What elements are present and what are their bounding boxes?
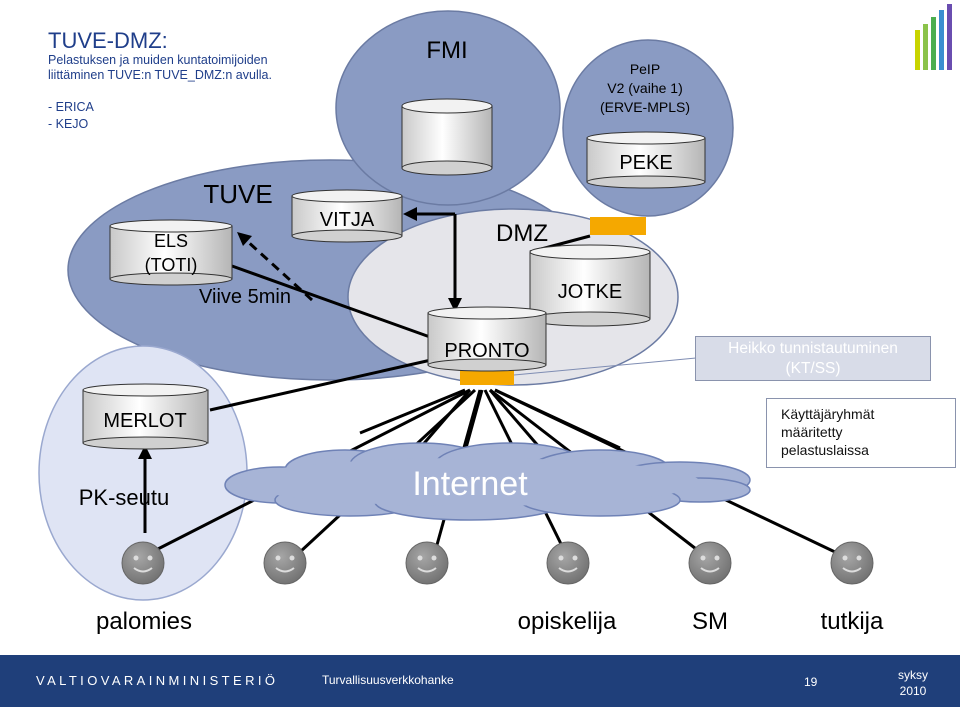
line-top-5: [494, 388, 621, 450]
callout-line: [513, 357, 697, 376]
pronto-label: PRONTO: [444, 340, 529, 362]
fmi-label: FMI: [426, 37, 467, 64]
season-year: 2010: [899, 684, 927, 698]
smiley-icon-1: [121, 541, 165, 585]
els-label-2: (TOTI): [145, 255, 198, 275]
db-els: [109, 219, 233, 286]
bullet-item: - ERICA: [48, 100, 94, 114]
groups-line-1: Käyttäjäryhmät: [781, 406, 875, 422]
peip-label-3: (ERVE-MPLS): [600, 99, 690, 115]
db-peke: [586, 131, 706, 189]
auth-line-2: (KT/SS): [785, 360, 841, 377]
auth-info-box: Heikko tunnistautuminen (KT/SS): [695, 336, 931, 381]
groups-line-2: määritetty: [781, 424, 843, 440]
project-name: Turvallisuusverkkohanke: [322, 673, 454, 687]
db-fmi: [401, 98, 493, 176]
user-palomies: palomies: [96, 608, 192, 635]
bullet-list: - ERICA - KEJO: [48, 99, 94, 133]
page-number: 19: [804, 675, 818, 689]
auth-line-1: Heikko tunnistautuminen: [728, 340, 898, 357]
tuve-label: TUVE: [203, 179, 272, 209]
line-top-4: [488, 389, 542, 449]
line-merlot-pronto: [209, 356, 441, 412]
ministry-logo-text: VALTIOVARAINMINISTERIÖ: [36, 673, 279, 688]
db-jotke: [529, 244, 651, 327]
user-tutkija: tutkija: [821, 608, 884, 635]
db-vitja: [291, 189, 403, 243]
arrow-to-els-icon: [237, 232, 252, 246]
db-merlot: [82, 383, 209, 450]
line-top-1: [359, 388, 466, 435]
line-top-3: [464, 389, 484, 449]
arrow-to-pronto-icon: [448, 298, 462, 312]
logo-bars-icon: [915, 4, 952, 70]
peip-label-1: PeIP: [630, 61, 660, 77]
vitja-label: VITJA: [320, 209, 375, 231]
dmz-label: DMZ: [496, 220, 548, 247]
groups-line-3: pelastuslaissa: [781, 442, 869, 458]
db-pronto: [427, 306, 547, 372]
user-sm: SM: [692, 608, 728, 635]
els-label-1: ELS: [154, 231, 188, 251]
firewall-peke: [590, 217, 646, 235]
smiley-icon-4: [546, 541, 590, 585]
peke-label: PEKE: [619, 152, 672, 174]
internet-cloud: [224, 442, 751, 521]
season-date: syksy 2010: [898, 667, 928, 699]
smiley-icon-2: [263, 541, 307, 585]
smiley-icon-5: [688, 541, 732, 585]
line-top-2: [418, 389, 472, 449]
page-subtitle: Pelastuksen ja muiden kuntatoimijoiden l…: [48, 53, 272, 82]
merlot-label: MERLOT: [103, 410, 186, 432]
user-opiskelija: opiskelija: [518, 608, 617, 635]
page-title: TUVE-DMZ:: [48, 28, 168, 53]
footer-bar: VALTIOVARAINMINISTERIÖ Turvallisuusverkk…: [0, 655, 960, 707]
internet-label: Internet: [412, 465, 528, 503]
line-els-pronto: [231, 264, 431, 339]
season-label: syksy: [898, 668, 928, 682]
arrow-to-vitja-icon: [403, 207, 417, 221]
bullet-item: - KEJO: [48, 117, 89, 131]
jotke-label: JOTKE: [558, 281, 622, 303]
peip-label-2: V2 (vaihe 1): [607, 80, 682, 96]
pk-seutu-label: PK-seutu: [79, 485, 170, 510]
smiley-icon-3: [405, 541, 449, 585]
smiley-icon-6: [830, 541, 874, 585]
arrow-to-merlot-icon: [138, 445, 152, 459]
delay-label: Viive 5min: [199, 286, 291, 308]
user-groups-box: Käyttäjäryhmät määritetty pelastuslaissa: [766, 398, 956, 468]
